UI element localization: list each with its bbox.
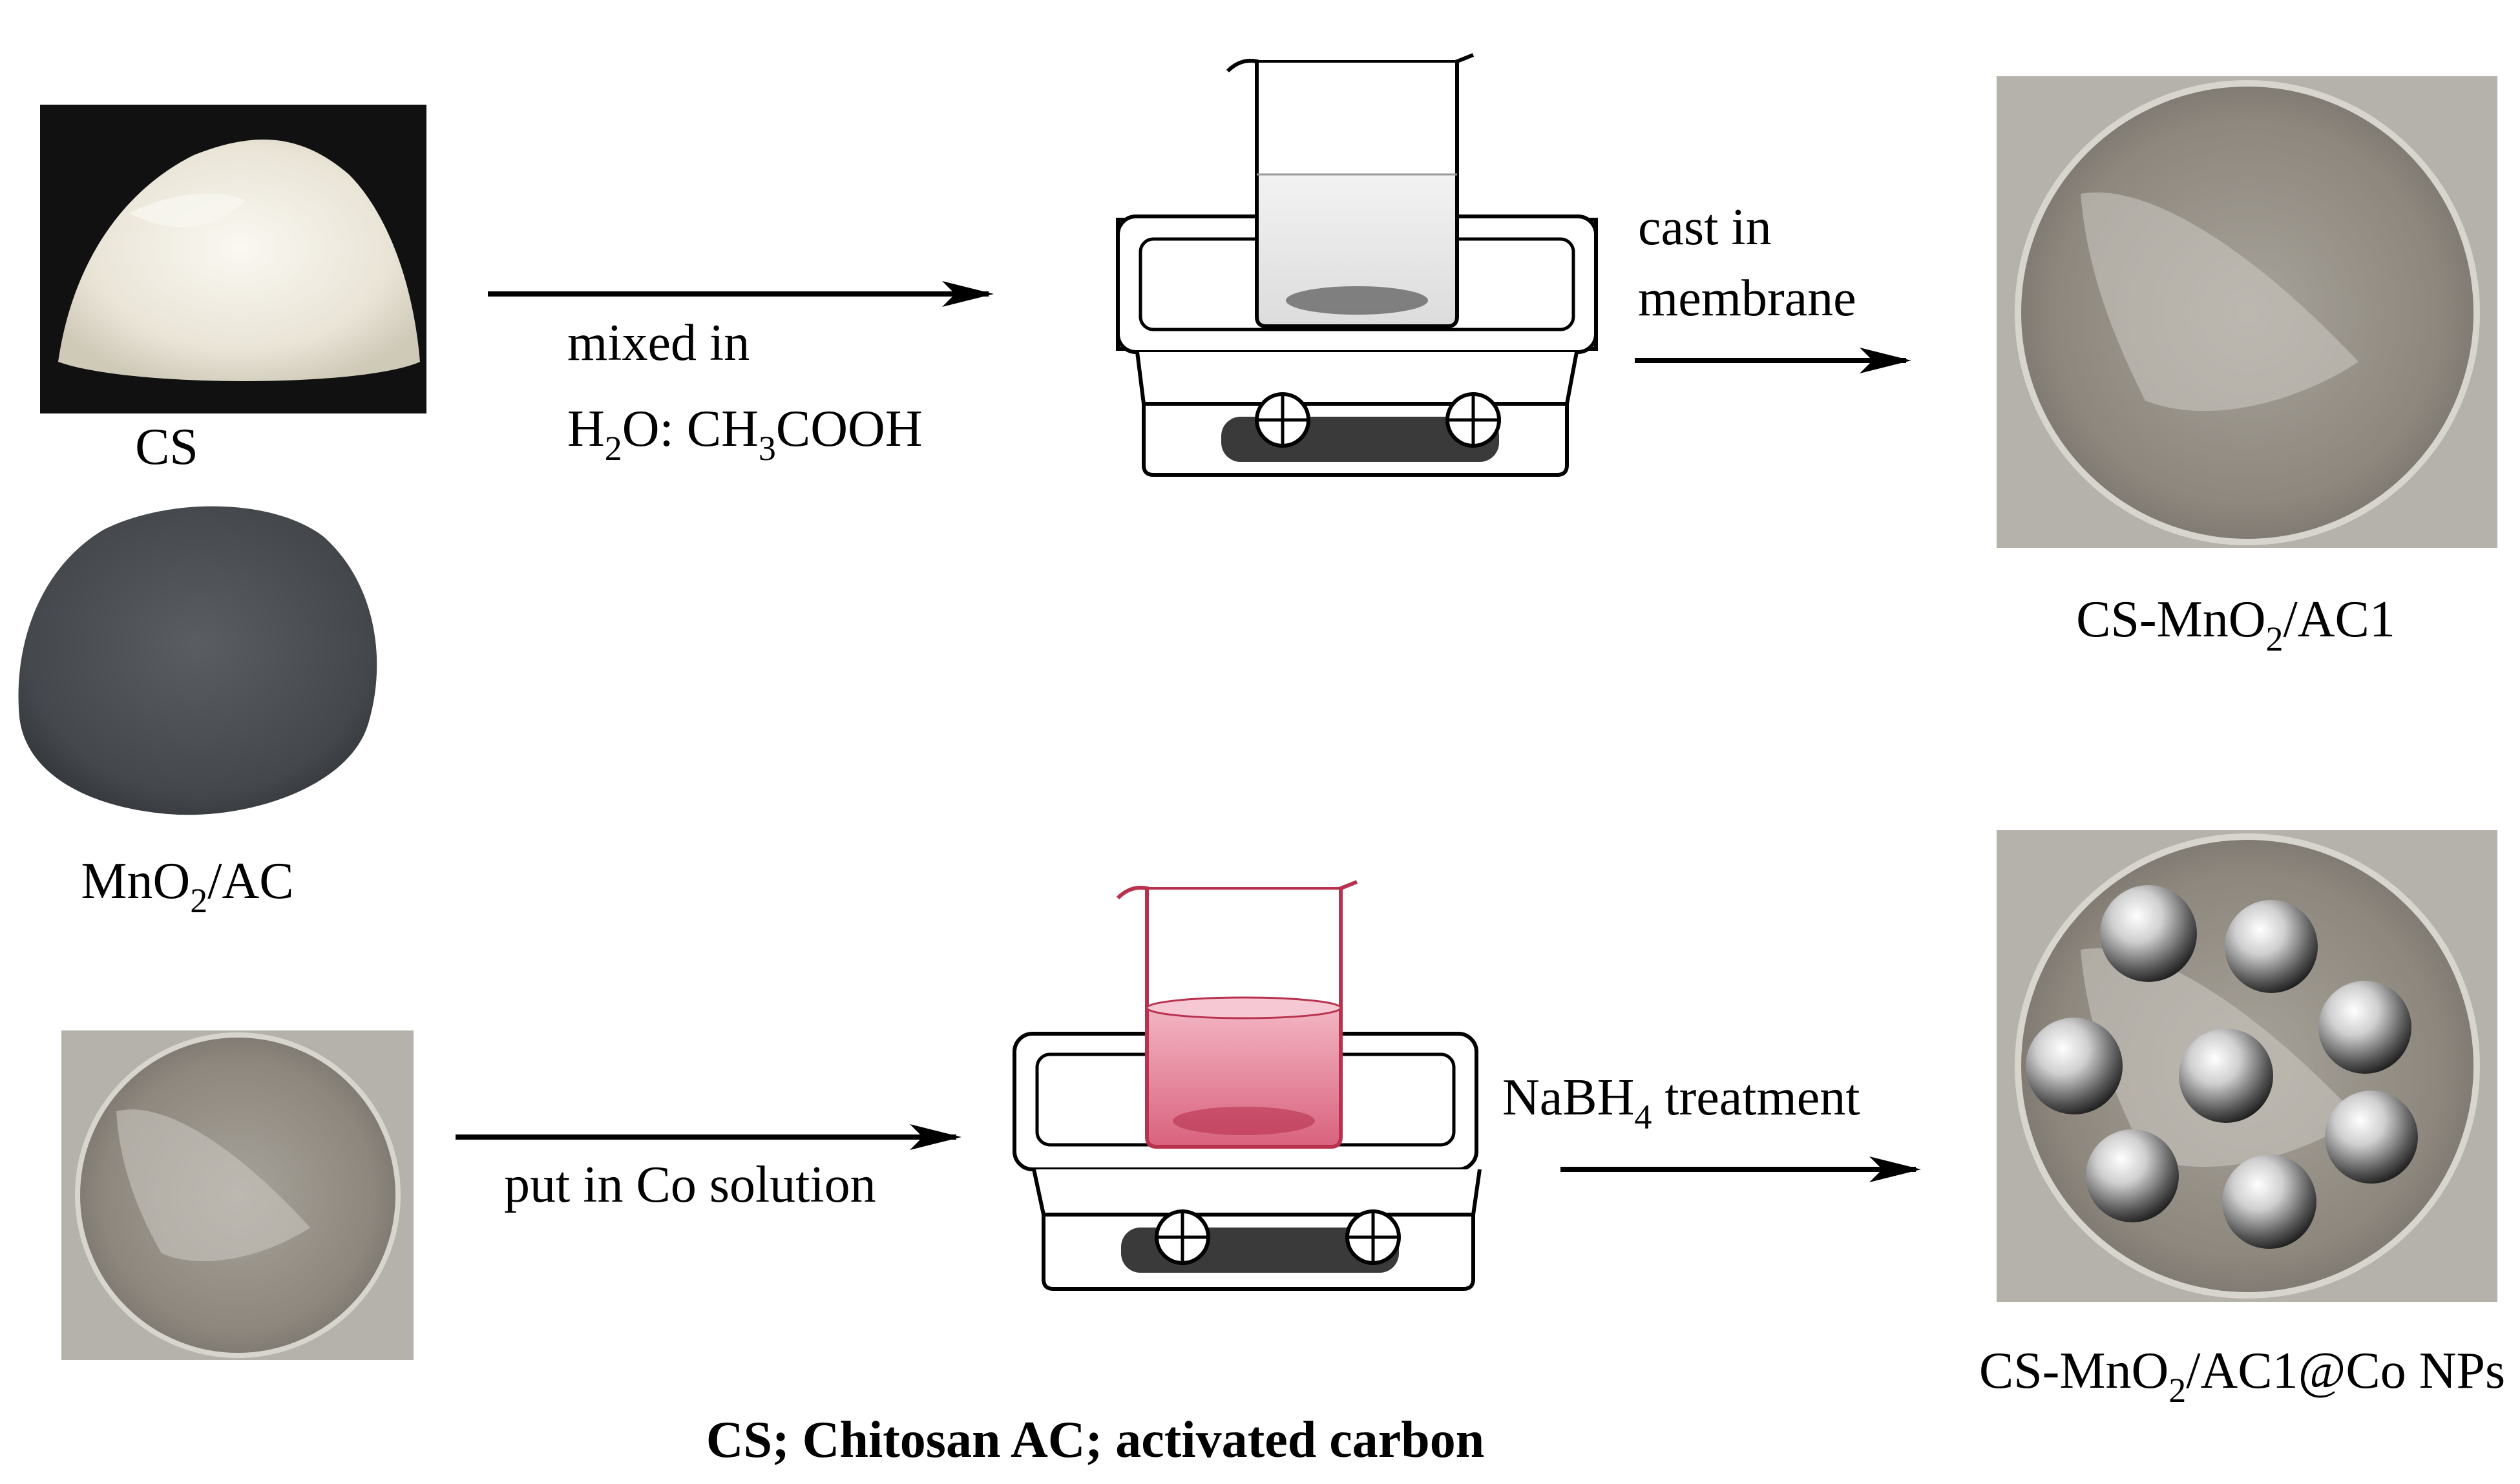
co-nanoparticles — [2026, 885, 2418, 1249]
mno2-ac-label: MnO2/AC — [81, 853, 293, 920]
input-membrane-image — [61, 1030, 414, 1360]
magnetic-stirrer-1 — [1116, 214, 1598, 477]
product2-label: CS-MnO2/AC1@Co NPs — [1979, 1343, 2505, 1410]
co-nanoparticle — [2222, 1155, 2316, 1249]
casting-label-line1: cast in — [1638, 199, 1772, 256]
co-nanoparticle — [2325, 1091, 2418, 1184]
co-solution-label: put in Co solution — [504, 1156, 876, 1213]
stirrer-2-knob-right — [1345, 1209, 1401, 1265]
nabh4-treatment-label: NaBH4 treatment — [1502, 1069, 1860, 1136]
co-nanoparticle — [2100, 885, 2197, 982]
chitosan-powder-image — [40, 105, 426, 413]
co-nanoparticle — [2225, 900, 2318, 993]
product1-label: CS-MnO2/AC1 — [2076, 591, 2395, 658]
co-nanoparticle — [2179, 1029, 2273, 1123]
stirrer-2-knob-left — [1155, 1209, 1210, 1265]
co-nanoparticle — [2026, 1018, 2123, 1114]
co-nanoparticle — [2086, 1129, 2179, 1222]
mixing-solvent-label: H2O: CH3COOH — [567, 401, 923, 468]
stirrer-1-knob-left — [1255, 392, 1310, 448]
mixing-label-line1: mixed in — [567, 315, 750, 371]
beaker-co-solution — [1116, 880, 1358, 1149]
chitosan-label: CS — [135, 419, 198, 476]
abbreviation-footnote: CS; Chitosan AC; activated carbon — [706, 1412, 1484, 1468]
cs-mno2-ac1-membrane-image — [1997, 76, 2497, 548]
casting-label-line2: membrane — [1638, 270, 1856, 327]
beaker-clear-suspension — [1226, 53, 1475, 328]
co-nanoparticle — [2318, 981, 2411, 1074]
mno2-ac-powder-image — [18, 506, 377, 815]
stirrer-1-knob-right — [1445, 392, 1501, 448]
